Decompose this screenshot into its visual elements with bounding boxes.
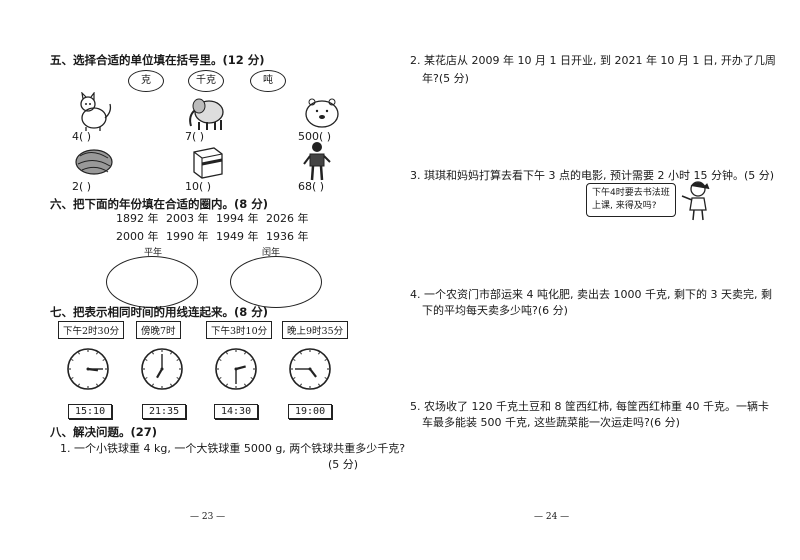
- year-item: 1990 年: [166, 230, 209, 243]
- clock-tick: [176, 377, 179, 379]
- answer-blank-elephant[interactable]: 7( ): [185, 130, 205, 143]
- clock-tick: [250, 377, 253, 379]
- clock-tick: [293, 377, 296, 379]
- time-text-label: 晚上9时35分: [282, 321, 349, 339]
- clock-tick: [170, 352, 172, 355]
- person-icon: [303, 142, 331, 181]
- clock-tick: [71, 359, 74, 361]
- common-year-oval[interactable]: [106, 256, 198, 308]
- problem-4-line-1: 4. 一个农资门市部运来 4 吨化肥, 卖出去 1000 千克, 剩下的 3 天…: [410, 288, 772, 301]
- clock-tick: [96, 383, 98, 386]
- digital-time: 15:10: [68, 404, 113, 419]
- clock-tick: [293, 359, 296, 361]
- clock-tick: [250, 359, 253, 361]
- year-item: 1949 年: [216, 230, 259, 243]
- clock-tick: [244, 383, 246, 386]
- clock-tick: [145, 377, 148, 379]
- clock-tick: [219, 359, 222, 361]
- analog-clock: [289, 348, 331, 390]
- clock-tick: [71, 377, 74, 379]
- problem-1-text: 1. 一个小铁球重 4 kg, 一个大铁球重 5000 g, 两个铁球共重多少千…: [60, 442, 406, 455]
- clock-tick: [324, 377, 327, 379]
- hour-hand: [235, 365, 246, 371]
- time-text-label: 下午2时30分: [58, 321, 125, 339]
- clock-tick: [300, 352, 302, 355]
- clock-tick: [324, 359, 327, 361]
- analog-clock: [215, 348, 257, 390]
- answer-blank-cat[interactable]: 4( ): [72, 130, 92, 143]
- speech-bubble-line-2: 上课, 来得及吗?: [592, 201, 657, 211]
- unit-option-gram: 克: [128, 70, 164, 92]
- clock-center: [160, 367, 164, 371]
- hour-hand: [156, 368, 163, 379]
- clock-tick: [318, 383, 320, 386]
- clock-tick: [102, 377, 105, 379]
- speech-bubble: 下午4时要去书法班 上课, 来得及吗?: [586, 183, 676, 217]
- year-item: 1936 年: [266, 230, 309, 243]
- clock-tick: [219, 377, 222, 379]
- cabbage-icon: [75, 149, 113, 175]
- answer-blank-person[interactable]: 68( ): [298, 180, 325, 193]
- year-item: 2000 年: [116, 230, 159, 243]
- clock-tick: [152, 352, 154, 355]
- digital-time: 21:35: [142, 404, 187, 419]
- problem-4-line-2: 下的平均每天卖多少吨?(6 分): [422, 304, 568, 317]
- time-text-label: 下午3时10分: [206, 321, 273, 339]
- clock-tick: [170, 383, 172, 386]
- unit-option-ton: 吨: [250, 70, 286, 92]
- unit-option-kilogram: 千克: [188, 70, 224, 92]
- clock-center: [234, 367, 238, 371]
- analog-clock: [67, 348, 109, 390]
- problem-1-score: (5 分): [328, 458, 359, 471]
- analog-clock: [141, 348, 183, 390]
- answer-blank-polar-bear[interactable]: 500( ): [298, 130, 332, 143]
- clock-tick: [244, 352, 246, 355]
- clock-tick: [96, 352, 98, 355]
- hour-hand: [309, 368, 317, 378]
- hour-hand: [87, 367, 99, 372]
- problem-5-line-2: 车最多能装 500 千克, 这些蔬菜能一次运走吗?(6 分): [422, 416, 680, 429]
- cat-icon: [80, 92, 112, 131]
- clock-tick: [176, 359, 179, 361]
- section-8-title: 八、解决问题。(27): [50, 425, 158, 439]
- year-item: 1994 年: [216, 212, 259, 225]
- page-number-left: — 23 —: [190, 512, 226, 522]
- time-text-label: 傍晚7时: [136, 321, 181, 339]
- girl-icon: [681, 181, 710, 221]
- leap-year-oval[interactable]: [230, 256, 322, 308]
- digital-time: 19:00: [288, 404, 333, 419]
- clock-tick: [226, 352, 228, 355]
- answer-blank-cabbage[interactable]: 2( ): [72, 180, 92, 193]
- section-6-title: 六、把下面的年份填在合适的圈内。(8 分): [50, 197, 269, 211]
- problem-2-line-2: 年?(5 分): [422, 72, 469, 85]
- clock-tick: [102, 359, 105, 361]
- polar-bear-icon: [305, 98, 339, 128]
- year-item: 2026 年: [266, 212, 309, 225]
- clock-center: [308, 367, 312, 371]
- clock-tick: [226, 383, 228, 386]
- clock-tick: [300, 383, 302, 386]
- answer-blank-eraser[interactable]: 10( ): [185, 180, 212, 193]
- clock-tick: [152, 383, 154, 386]
- clock-tick: [145, 359, 148, 361]
- clock-tick: [318, 352, 320, 355]
- problem-2-line-1: 2. 某花店从 2009 年 10 月 1 日开业, 到 2021 年 10 月…: [410, 54, 776, 67]
- speech-bubble-line-1: 下午4时要去书法班: [592, 188, 670, 198]
- common-year-label: 平年: [144, 248, 163, 258]
- clock-row: [67, 348, 331, 390]
- page-number-right: — 24 —: [534, 512, 570, 522]
- eraser-icon: [193, 147, 223, 179]
- elephant-icon: [189, 98, 224, 130]
- section-7-title: 七、把表示相同时间的用线连起来。(8 分): [50, 305, 269, 319]
- section-5-title: 五、选择合适的单位填在括号里。(12 分): [50, 53, 265, 67]
- clock-tick: [78, 352, 80, 355]
- year-item: 2003 年: [166, 212, 209, 225]
- year-item: 1892 年: [116, 212, 159, 225]
- clock-tick: [78, 383, 80, 386]
- clock-center: [86, 367, 90, 371]
- digital-time: 14:30: [214, 404, 259, 419]
- problem-3-text: 3. 琪琪和妈妈打算去看下午 3 点的电影, 预计需要 2 小时 15 分钟。(…: [410, 169, 775, 182]
- leap-year-label: 闰年: [262, 248, 281, 258]
- problem-5-line-1: 5. 农场收了 120 千克土豆和 8 筐西红柿, 每筐西红柿重 40 千克。一…: [410, 400, 769, 413]
